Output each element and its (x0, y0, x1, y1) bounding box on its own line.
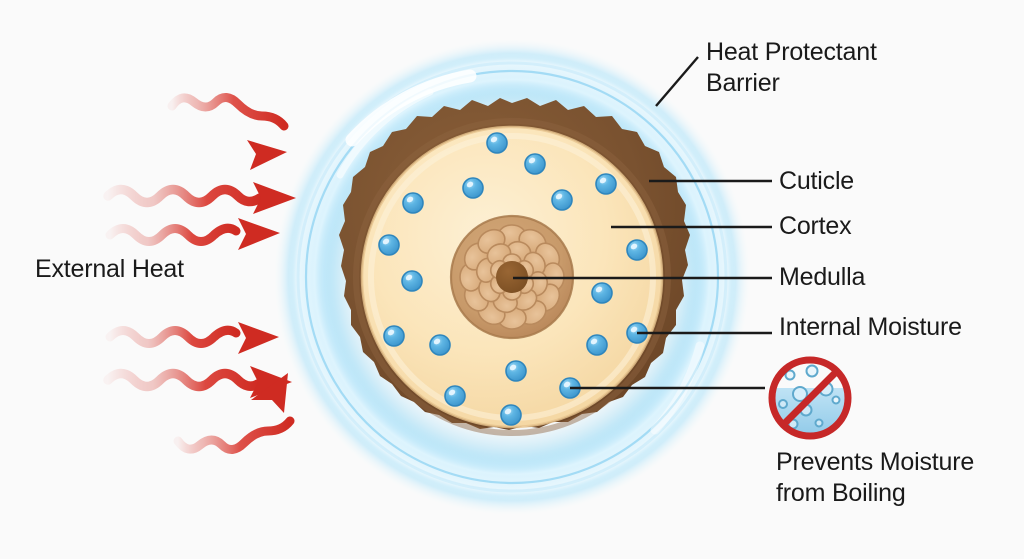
leader-line-barrier (655, 56, 699, 107)
label-prevents-moisture-from-boiling: Prevents Moisture from Boiling (776, 448, 975, 507)
external-heat-arrows (103, 93, 296, 454)
heat-wave-arrow-icon (103, 366, 292, 398)
label-heat-protectant-barrier: Heat Protectant Barrier (706, 38, 877, 97)
moisture-droplet-icon (586, 334, 608, 356)
label-external-heat: External Heat (35, 255, 184, 283)
moisture-droplet-icon (591, 282, 613, 304)
moisture-droplet-icon (505, 360, 527, 382)
heat-wave-arrow-icon (105, 322, 279, 354)
label-medulla: Medulla (779, 263, 866, 291)
moisture-droplet-icon (595, 173, 617, 195)
heat-wave-arrow-icon (173, 373, 295, 454)
moisture-droplet-icon (486, 132, 508, 154)
label-internal-moisture: Internal Moisture (779, 313, 962, 341)
leader-lines-group (513, 56, 772, 390)
moisture-droplet-icon (444, 385, 466, 407)
moisture-droplet-icon (383, 325, 405, 347)
moisture-droplets-group (378, 132, 648, 426)
heat-wave-arrow-icon (105, 218, 280, 250)
moisture-droplet-icon (626, 239, 648, 261)
moisture-droplet-icon (551, 189, 573, 211)
no-boiling-icon (768, 356, 852, 440)
medulla-layer (449, 214, 575, 340)
heat-wave-arrow-icon (167, 93, 289, 170)
heat-wave-arrow-icon (103, 182, 296, 214)
label-cortex: Cortex (779, 212, 852, 240)
medulla-core (496, 261, 528, 293)
moisture-droplet-icon (500, 404, 522, 426)
label-cuticle: Cuticle (779, 167, 855, 195)
moisture-droplet-icon (462, 177, 484, 199)
moisture-droplet-icon (402, 192, 424, 214)
moisture-droplet-icon (378, 234, 400, 256)
moisture-droplet-icon (401, 270, 423, 292)
moisture-droplet-icon (524, 153, 546, 175)
moisture-droplet-icon (429, 334, 451, 356)
